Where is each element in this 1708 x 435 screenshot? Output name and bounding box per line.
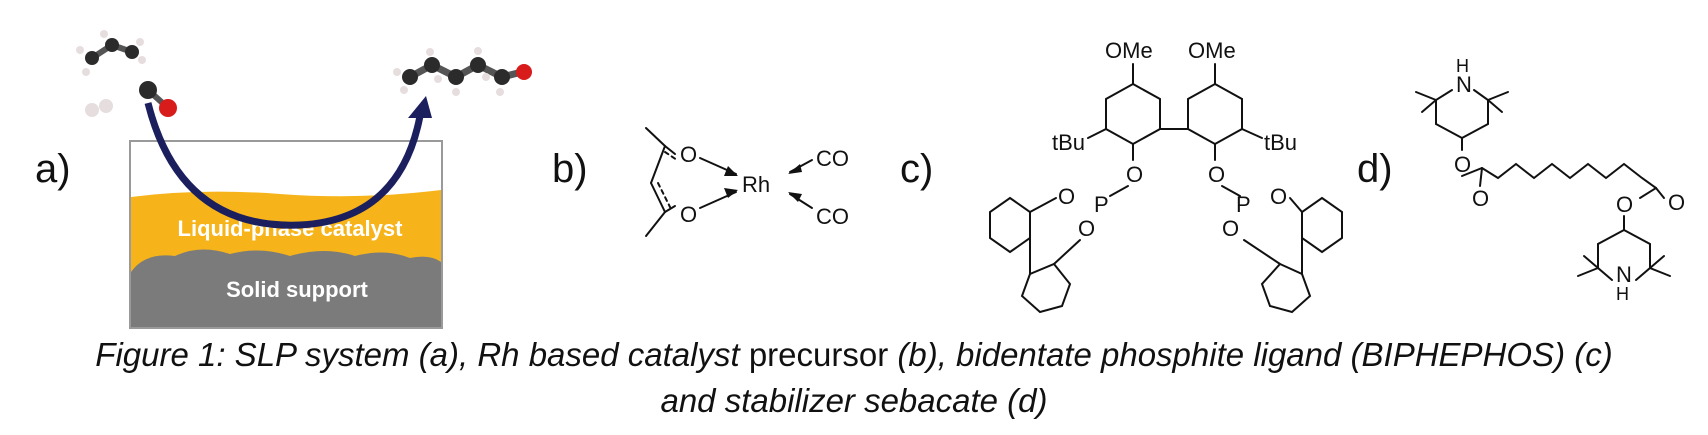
propene-molecule (76, 30, 146, 76)
panel-d-letter: d) (1357, 147, 1393, 191)
carbon-monoxide-molecule (139, 81, 177, 117)
amine-hydrogen-bottom: H (1616, 284, 1629, 304)
amine-hydrogen-top: H (1456, 56, 1469, 76)
sebacate-stabilizer-structure: H N O O O O N H (1415, 56, 1685, 304)
panel-c-letter: c) (900, 147, 933, 191)
phosphite-oxygen-left-1: O (1058, 184, 1075, 209)
phosphite-oxygen-left-2: O (1078, 216, 1095, 241)
ester-oxygen-top: O (1454, 152, 1471, 177)
panel-c: c) OMe OMe tBu tBu O O P O O (900, 38, 1343, 314)
panel-a-letter: a) (35, 147, 71, 191)
phosphorus-right: P (1236, 192, 1251, 217)
hydrogen-molecule (85, 99, 113, 117)
caption-part-3: (b), bidentate phosphite ligand (BIPHEPH… (897, 336, 1613, 373)
figure-caption: Figure 1: SLP system (a), Rh based catal… (0, 332, 1708, 424)
methoxy-right: OMe (1188, 38, 1236, 63)
panel-b-letter: b) (552, 147, 588, 191)
caption-part-2: precursor (739, 336, 898, 373)
panel-b: b) O O Rh CO CO (552, 127, 849, 237)
caption-line-2: and stabilizer sebacate (d) (660, 382, 1048, 419)
ether-oxygen-right: O (1208, 162, 1225, 187)
rh-acac-dicarbonyl-structure: O O Rh CO CO (645, 127, 849, 237)
solid-support-layer (131, 249, 441, 327)
ester-oxygen-bottom: O (1616, 192, 1633, 217)
figure-illustration: a) Liquid-phase catalyst Solid support (35, 30, 1685, 329)
panel-a: a) Liquid-phase catalyst Solid support (35, 30, 532, 329)
aldehyde-product-molecule (393, 47, 532, 96)
carbonyl-oxygen-top: O (1472, 186, 1489, 211)
acac-oxygen-bottom: O (680, 202, 697, 227)
amine-nitrogen-top: N (1456, 72, 1472, 97)
rhodium-label: Rh (742, 172, 770, 197)
phosphorus-left: P (1094, 192, 1109, 217)
caption-part-1: Figure 1: SLP system (a), Rh based catal… (95, 336, 740, 373)
tert-butyl-right: tBu (1264, 130, 1297, 155)
ether-oxygen-left: O (1126, 162, 1143, 187)
biphephos-structure: OMe OMe tBu tBu O O P O O P O O (989, 38, 1343, 314)
tert-butyl-left: tBu (1052, 130, 1085, 155)
carbonyl-ligand-bottom: CO (816, 204, 849, 229)
solid-support-label: Solid support (226, 277, 368, 302)
reaction-arrowhead (408, 96, 432, 118)
acac-oxygen-top: O (680, 142, 697, 167)
methoxy-left: OMe (1105, 38, 1153, 63)
reaction-arrow (144, 102, 424, 229)
carbonyl-ligand-top: CO (816, 146, 849, 171)
amine-nitrogen-bottom: N (1616, 262, 1632, 287)
phosphite-oxygen-right-2: O (1222, 216, 1239, 241)
carbonyl-oxygen-bottom: O (1668, 190, 1685, 215)
phosphite-oxygen-right-1: O (1270, 184, 1287, 209)
panel-d: d) H N O O O O (1357, 56, 1685, 304)
caption-line-1: Figure 1: SLP system (a), Rh based catal… (0, 332, 1708, 378)
